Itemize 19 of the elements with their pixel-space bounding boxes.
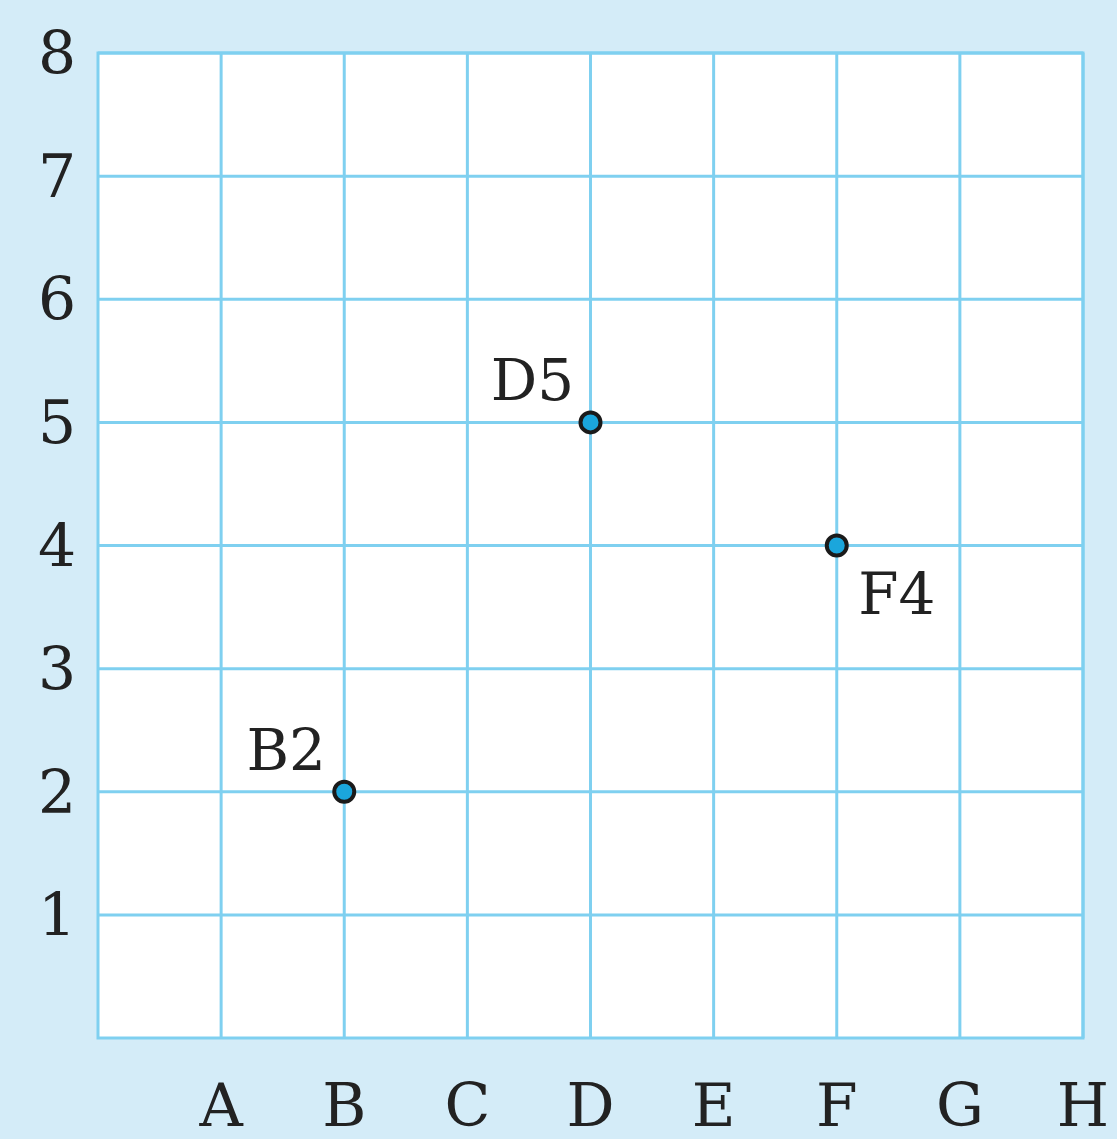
axis-tick-label: D <box>566 1070 615 1139</box>
axis-tick-label: 6 <box>37 264 77 335</box>
axis-tick-label: 5 <box>37 387 77 458</box>
axis-tick-label: 8 <box>37 18 77 88</box>
point-label: D5 <box>490 346 575 415</box>
axis-tick-label: 1 <box>37 879 77 950</box>
point-label: B2 <box>246 715 326 784</box>
axis-tick-label: 7 <box>37 141 77 212</box>
axis-tick-label: B <box>322 1070 367 1139</box>
axis-tick-label: 3 <box>37 633 77 704</box>
axis-tick-label: 2 <box>37 756 77 827</box>
point-label: F4 <box>858 559 936 628</box>
axis-tick-label: A <box>199 1070 243 1139</box>
axis-tick-label: F <box>815 1070 858 1139</box>
axis-tick-label: C <box>444 1070 491 1139</box>
axis-tick-label: 4 <box>37 510 77 581</box>
axis-tick-label: H <box>1056 1070 1110 1139</box>
axis-tick-label: E <box>691 1070 736 1139</box>
axis-tick-label: G <box>935 1070 984 1139</box>
